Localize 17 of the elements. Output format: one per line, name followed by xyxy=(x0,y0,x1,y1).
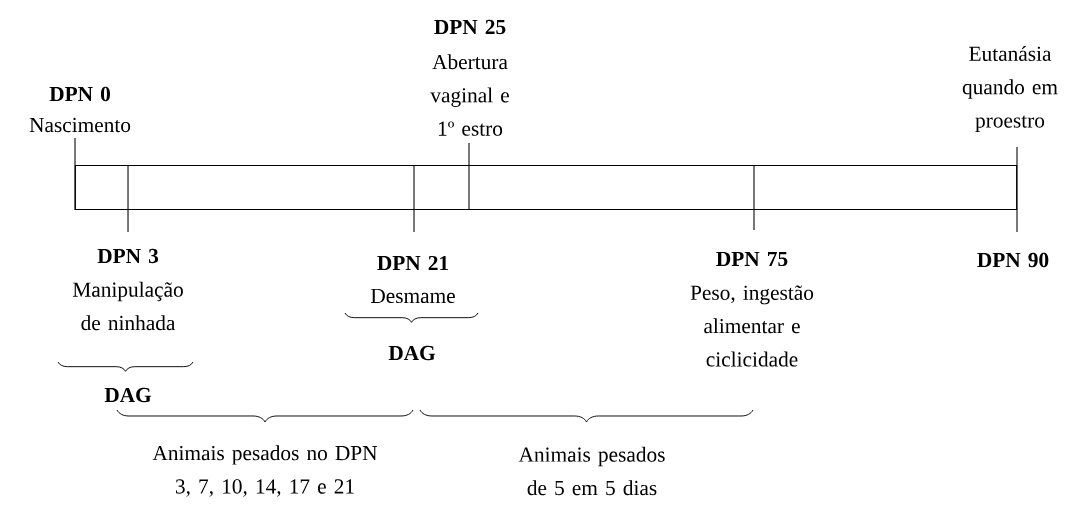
event-label: Eutanásia quando em proestro xyxy=(962,46,1058,132)
event-label: Peso, ingestão alimentar e ciclicidade xyxy=(690,285,814,367)
timeline-bar xyxy=(74,164,1018,211)
day-label: DPN 25 xyxy=(434,19,506,35)
event-label: Nascimento xyxy=(29,117,131,133)
day-label: DPN 21 xyxy=(377,255,449,271)
event-label: Abertura vaginal e 1º estro xyxy=(430,54,509,136)
bracket-label: DAG xyxy=(388,345,436,361)
day-label: DPN 0 xyxy=(49,86,110,102)
event-label: Desmame xyxy=(370,288,455,304)
day-label: DPN 3 xyxy=(97,248,159,264)
event-label: Manipulação de ninhada xyxy=(72,281,183,331)
bracket-label: Animais pesados no DPN 3, 7, 10, 14, 17 e 21 xyxy=(152,445,378,497)
day-label: DPN 75 xyxy=(716,251,788,267)
bracket-label: Animais pesados de 5 em 5 dias xyxy=(518,446,665,496)
bracket-label: DAG xyxy=(104,387,152,403)
day-label: DPN 90 xyxy=(977,252,1049,268)
